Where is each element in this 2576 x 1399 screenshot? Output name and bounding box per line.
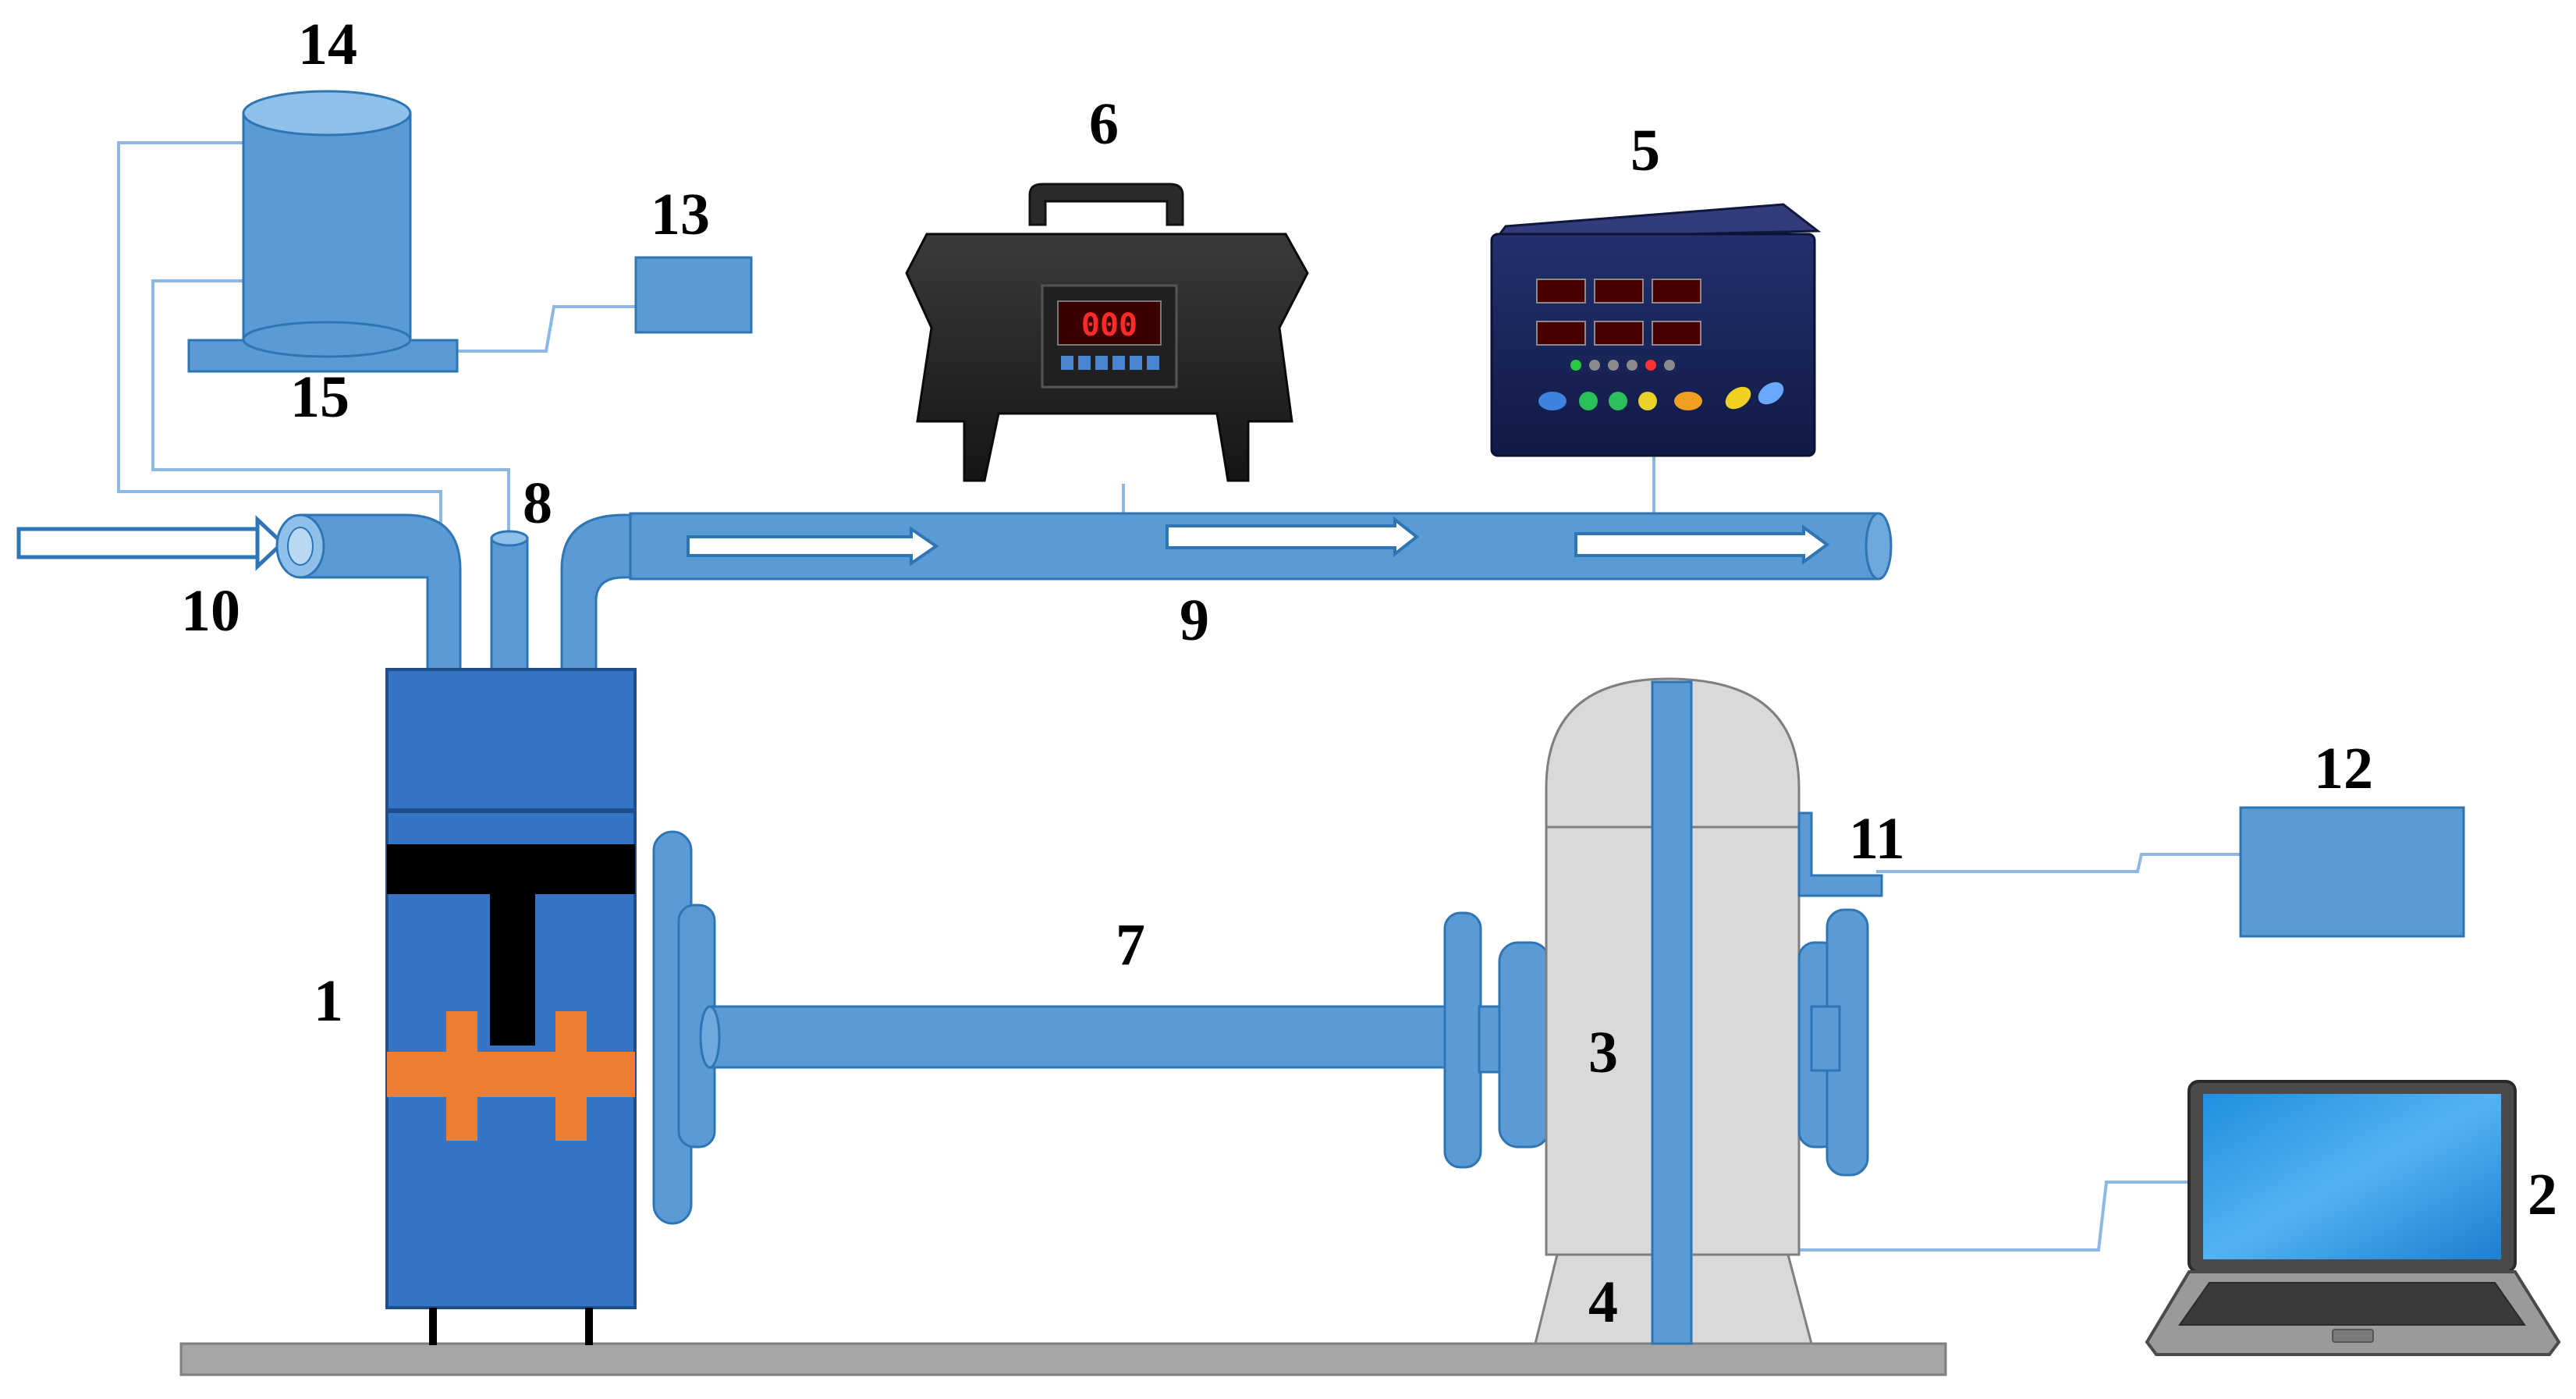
analyzer-display <box>1594 321 1644 346</box>
laptop-keyboard <box>2178 1282 2526 1326</box>
dyno-rear-flange-3 <box>1810 1005 1841 1072</box>
injector-top <box>490 530 529 547</box>
engine-head <box>385 668 637 811</box>
laptop-screen <box>2203 1094 2501 1259</box>
analyzer-display <box>1536 279 1586 304</box>
engine <box>385 668 637 1345</box>
crank-web-right <box>555 1011 587 1141</box>
air-intake <box>16 513 462 687</box>
analyzer-led <box>1570 360 1581 371</box>
flow-arrow-3 <box>1574 524 1830 565</box>
label-smoke-meter: 6 <box>1089 91 1119 157</box>
injector <box>490 530 529 693</box>
label-base: 4 <box>1588 1269 1618 1335</box>
smoke-meter-button <box>1112 356 1125 370</box>
fuel-tank-assembly <box>187 90 459 373</box>
smoke-meter-button <box>1061 356 1073 370</box>
laptop <box>2145 1080 2561 1356</box>
flow-arrow-1 <box>687 526 939 566</box>
gas-analyzer-buttons <box>1538 382 1784 410</box>
analyzer-led <box>1645 360 1656 371</box>
analyzer-button <box>1758 382 1784 405</box>
smoke-meter-handle <box>1028 183 1184 226</box>
sensor-readout-box <box>2239 806 2465 938</box>
label-engine: 1 <box>314 968 343 1034</box>
piston-crown <box>387 844 635 894</box>
analyzer-button <box>1609 392 1627 410</box>
speed-sensor <box>1797 811 1883 897</box>
dynamometer <box>1534 677 1883 1345</box>
shaft-end-left <box>699 1005 721 1069</box>
intake-pipe <box>299 513 462 687</box>
fuel-tank-top <box>242 90 412 137</box>
label-fuel-tank: 14 <box>298 12 357 77</box>
label-exhaust-pipe: 9 <box>1180 588 1209 653</box>
shaft-flange-3 <box>1498 941 1551 1149</box>
flow-arrows <box>687 516 1830 566</box>
exhaust-pipe-end <box>1865 512 1893 581</box>
label-sensor: 11 <box>1849 806 1905 872</box>
laptop-touchpad <box>2332 1329 2374 1343</box>
smoke-meter-button <box>1078 356 1091 370</box>
fuel-tank-bottom <box>242 321 412 358</box>
analyzer-display <box>1652 321 1701 346</box>
label-shaft: 7 <box>1116 912 1145 978</box>
drive-shaft <box>699 911 1551 1169</box>
scale-signal-line <box>457 305 636 353</box>
smoke-meter-button <box>1095 356 1108 370</box>
sensor-signal-line <box>1876 853 2241 873</box>
connecting-rod <box>490 893 535 1046</box>
label-dynamometer: 3 <box>1588 1020 1618 1085</box>
fuel-tank-body <box>242 112 412 341</box>
analyzer-button <box>1725 386 1751 410</box>
analyzer-button <box>1674 392 1702 410</box>
analyzer-led <box>1589 360 1600 371</box>
intake-arrow-head <box>255 515 286 571</box>
engine-coupling <box>652 830 716 1225</box>
engine-leg-left <box>429 1308 437 1345</box>
shaft-body <box>708 1005 1460 1069</box>
smoke-meter-button <box>1130 356 1142 370</box>
label-scale: 15 <box>290 364 349 430</box>
engine-leg-right <box>585 1308 593 1345</box>
crankshaft-bar <box>387 1052 635 1097</box>
analyzer-led <box>1608 360 1619 371</box>
intake-pipe-mouth-inner <box>287 527 314 566</box>
analyzer-display <box>1536 321 1586 346</box>
flow-arrow-2 <box>1166 516 1420 558</box>
smoke-meter-button <box>1147 356 1159 370</box>
analyzer-button <box>1579 392 1598 410</box>
fuel-line-inner <box>151 279 510 538</box>
analyzer-led <box>1627 360 1637 371</box>
scale-readout-box <box>634 256 753 334</box>
label-scale-box: 13 <box>651 182 710 247</box>
ground-base <box>179 1342 1947 1376</box>
smoke-meter: 000 <box>905 183 1309 482</box>
gas-analyzer-leds <box>1570 360 1675 371</box>
label-air-intake: 10 <box>181 578 240 644</box>
gas-analyzer <box>1490 203 1822 457</box>
label-injector: 8 <box>523 470 552 536</box>
smoke-meter-display-digits: 000 <box>1081 307 1137 343</box>
analyzer-button <box>1538 392 1567 410</box>
exhaust-pipe <box>629 512 1893 581</box>
gas-analyzer-displays <box>1536 279 1701 346</box>
dyno-center-shaft <box>1651 680 1693 1345</box>
label-laptop: 2 <box>2528 1162 2557 1227</box>
analyzer-led <box>1664 360 1675 371</box>
analyzer-display <box>1652 279 1701 304</box>
component-labels: 1 2 3 4 5 6 7 8 9 10 11 12 13 14 15 <box>181 12 2557 1335</box>
label-gas-analyzer: 5 <box>1630 118 1660 183</box>
exhaust-elbow <box>560 513 641 687</box>
shaft-flange-1 <box>1443 911 1482 1169</box>
crank-web-left <box>446 1011 477 1141</box>
analyzer-display <box>1594 279 1644 304</box>
analyzer-button <box>1638 392 1657 410</box>
label-sensor-box: 12 <box>2314 736 2373 801</box>
smoke-meter-display <box>1057 300 1162 346</box>
intake-arrow-shaft <box>16 527 268 559</box>
smoke-meter-buttons <box>1061 356 1159 370</box>
